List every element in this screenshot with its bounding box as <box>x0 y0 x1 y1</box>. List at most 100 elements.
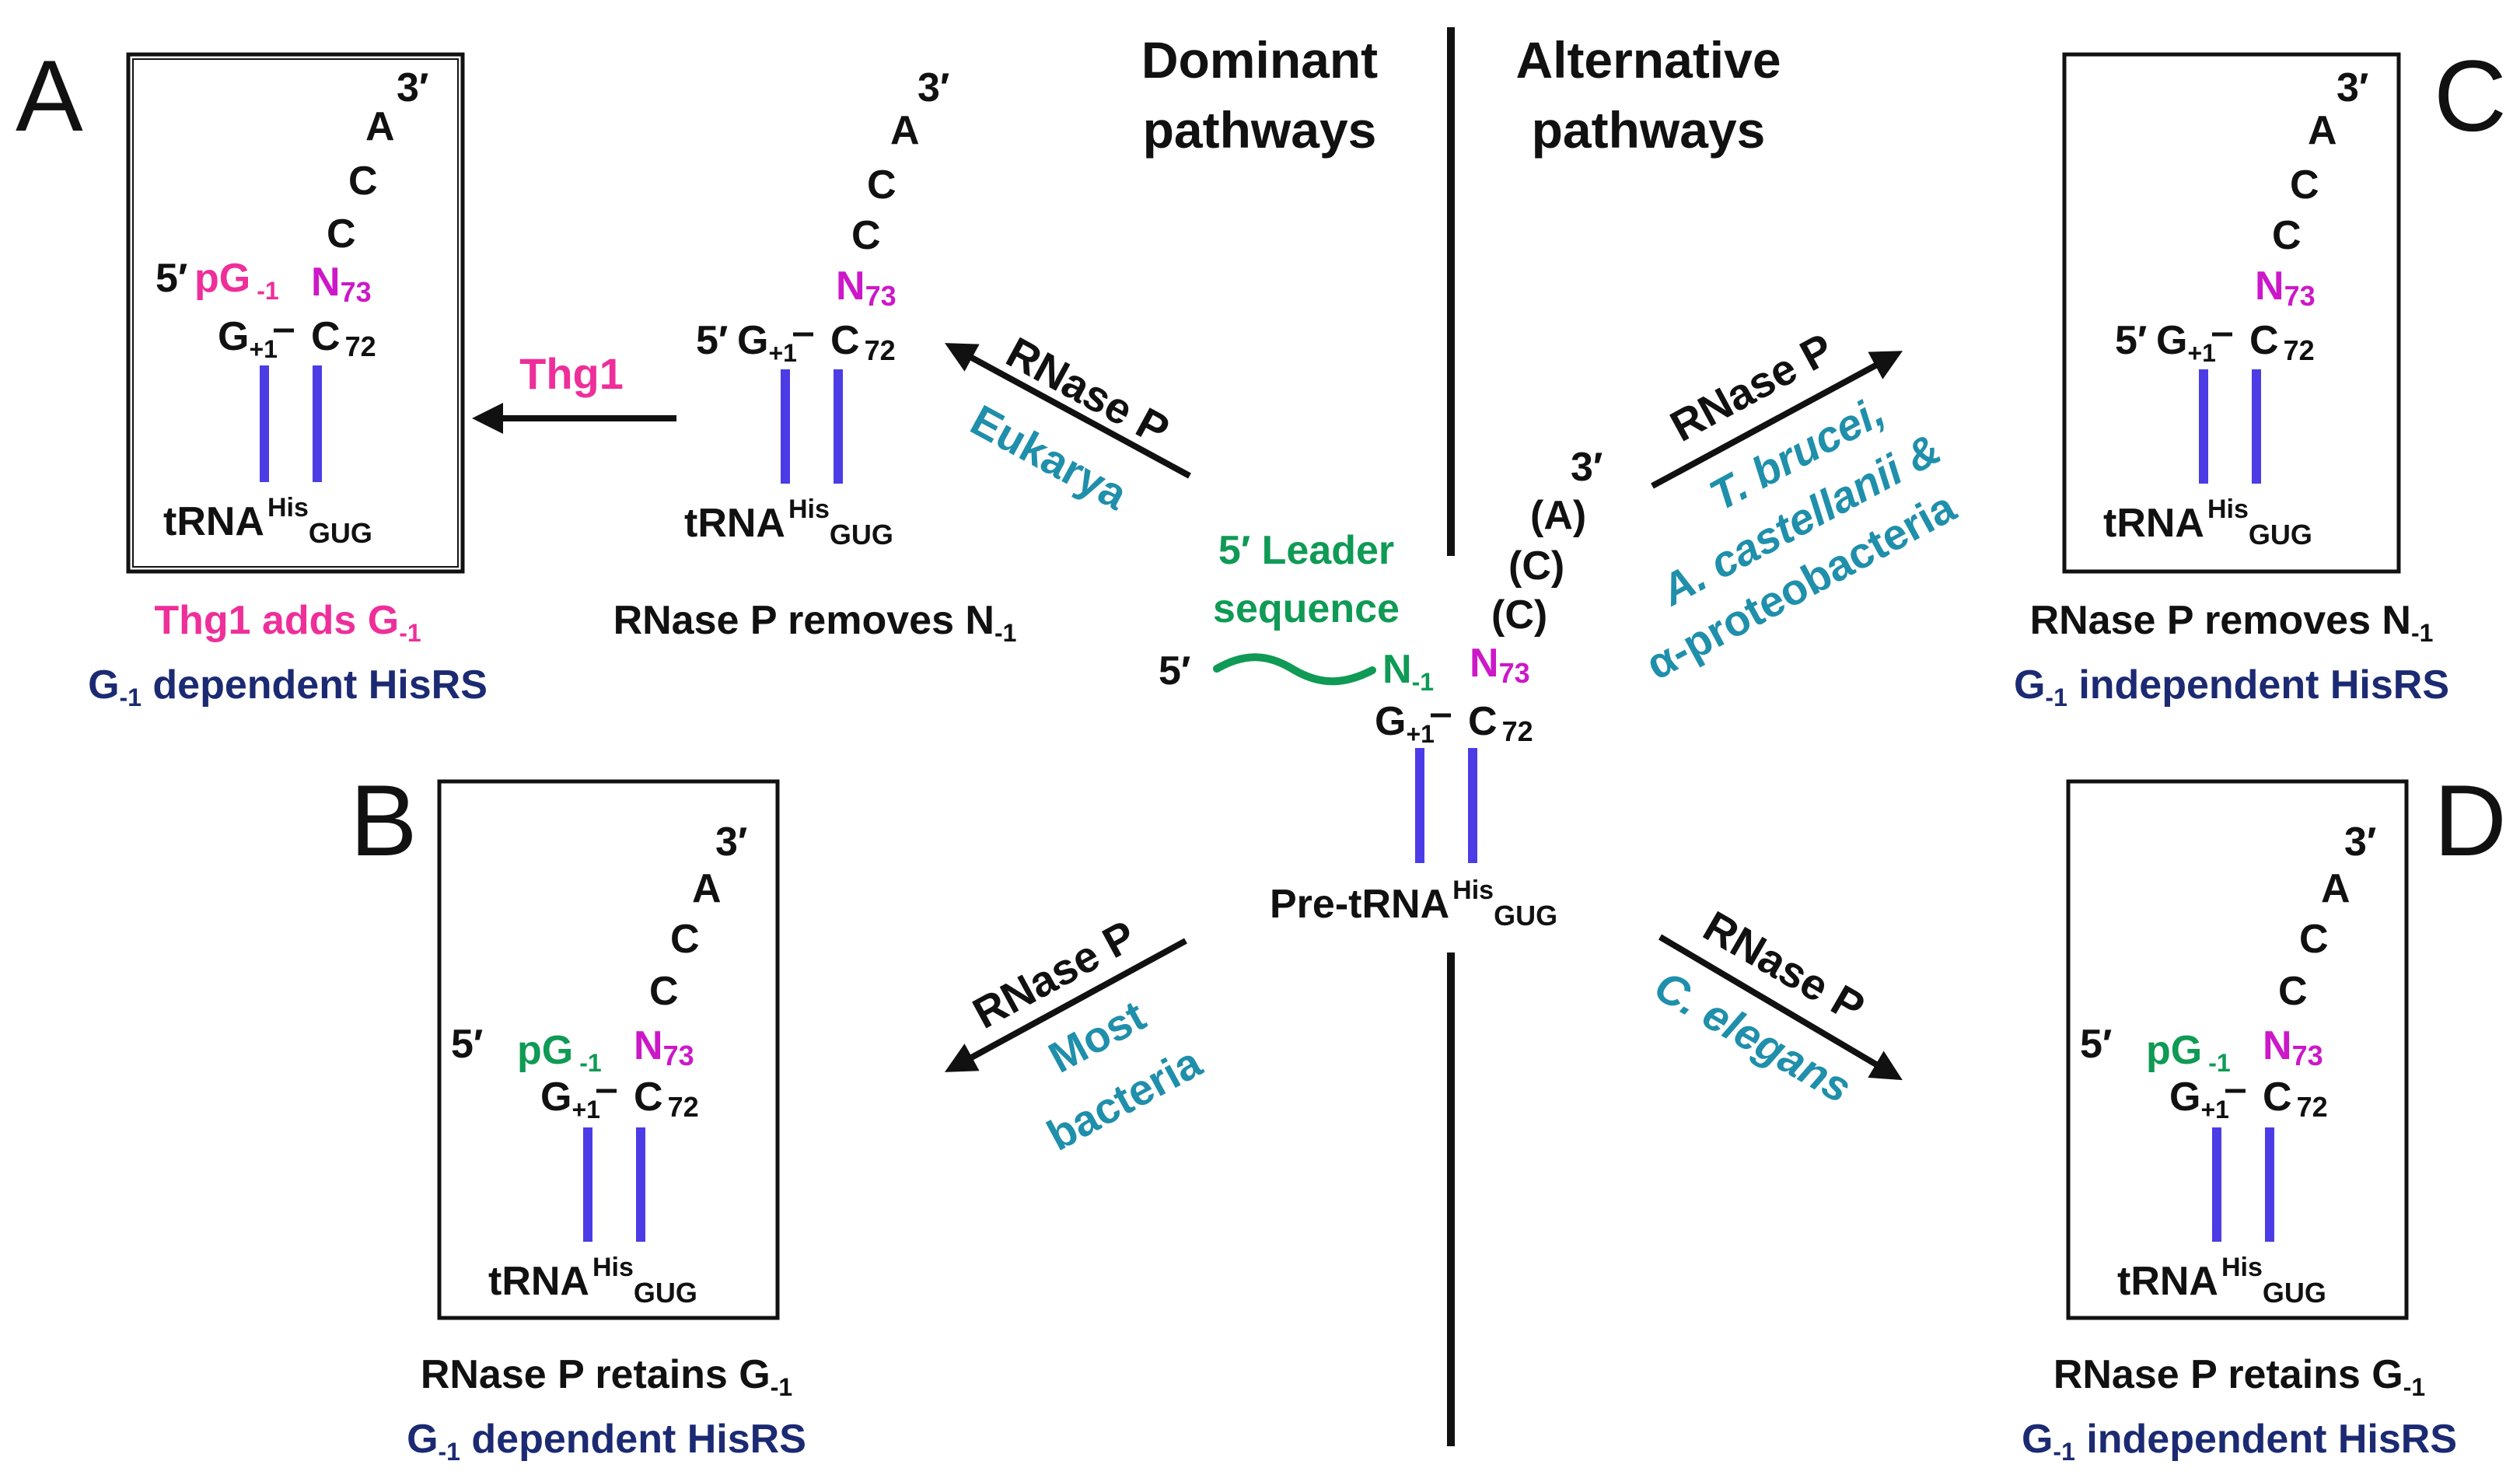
center-c: C <box>1468 699 1498 744</box>
panel-b-caption-g: G <box>407 1417 438 1462</box>
mid-caption-sub: -1 <box>994 619 1016 647</box>
panel-d-caption-sub: -1 <box>2403 1373 2425 1401</box>
panel-a-n73: N73 <box>311 260 372 308</box>
panel-a-gug: GUG <box>309 517 372 549</box>
mid-n73: N73 <box>836 264 897 312</box>
panel-a-caption-sub: -1 <box>399 619 421 647</box>
center-n-1: N-1 <box>1382 647 1434 696</box>
center-c72-sub: 72 <box>1502 715 1533 747</box>
panel-c-caption-tail: independent HisRS <box>2067 662 2449 708</box>
panel-c-n73: N73 <box>2255 264 2316 312</box>
panel-d-g: G <box>2169 1075 2200 1120</box>
center-leader-line1: 5′ Leader <box>1218 528 1394 573</box>
mid-his: His <box>788 495 830 524</box>
panel-b-trna: tRNA <box>488 1259 589 1304</box>
panel-a-n: N <box>311 260 341 305</box>
panel-b-caption-line2: G-1 dependent HisRS <box>407 1417 806 1466</box>
panel-letter-a: A <box>16 39 83 152</box>
panel-d-g-sub: +1 <box>2200 1096 2228 1124</box>
panel-c-g: G <box>2156 318 2187 363</box>
panel-a-his: His <box>267 493 309 523</box>
mid-nt-c2: C <box>851 213 881 258</box>
dominant-title-line1: Dominant <box>1141 31 1378 89</box>
panel-letter-c: C <box>2434 39 2507 152</box>
center-paren-c1: (C) <box>1508 544 1564 589</box>
mid-g: G <box>737 318 768 363</box>
panel-b-nt-a: A <box>692 866 722 911</box>
panel-b-nt-c2: C <box>649 969 679 1014</box>
panel-c-caption-sub: -1 <box>2411 619 2433 647</box>
panel-a-5prime: 5′ <box>156 256 187 301</box>
panel-a-nt-c1: C <box>348 159 378 204</box>
panel-c-trna: tRNA <box>2103 501 2204 546</box>
mid-n73-sub: 73 <box>865 280 897 312</box>
panel-b-gug: GUG <box>634 1277 697 1309</box>
panel-c-c72-sub: 72 <box>2284 334 2315 366</box>
center-pre-trna-text: Pre-tRNA <box>1270 882 1449 927</box>
alternative-title-line1: Alternative <box>1515 31 1781 89</box>
panel-b-3prime: 3′ <box>715 820 747 865</box>
center-g1: G+1 <box>1375 699 1435 748</box>
mid-n: N <box>836 264 865 309</box>
panel-d-5prime: 5′ <box>2080 1022 2112 1067</box>
arrow-celegans <box>1658 934 1903 1081</box>
panel-c-nt-c2: C <box>2272 213 2302 258</box>
mid-3prime: 3′ <box>917 65 949 110</box>
panel-d-caption-main: RNase P retains G <box>2053 1352 2403 1397</box>
panel-d-n: N <box>2263 1023 2292 1068</box>
panel-d-gug: GUG <box>2263 1277 2326 1309</box>
alternative-title-line2: pathways <box>1532 101 1766 159</box>
panel-letter-d: D <box>2434 764 2507 877</box>
center-leader-line2: sequence <box>1213 586 1400 631</box>
panel-c-nt-c1: C <box>2290 163 2319 208</box>
panel-d-caption-g-sub: -1 <box>2053 1438 2074 1466</box>
center-paren-c2: (C) <box>1491 592 1547 638</box>
panel-d-nt-c1: C <box>2299 917 2329 962</box>
panel-a-caption-g: G <box>88 662 119 708</box>
panel-b-c: C <box>634 1075 663 1120</box>
panel-c-caption-line1: RNase P removes N-1 <box>2030 598 2434 647</box>
panel-a-n73-sub: 73 <box>341 276 372 308</box>
center-gug: GUG <box>1494 900 1557 931</box>
mid-c: C <box>830 318 860 363</box>
panel-a-g-sub: +1 <box>249 335 277 363</box>
panel-a-nt-c2: C <box>327 211 356 257</box>
panel-a-box <box>126 52 465 574</box>
panel-b-pg-1: pG-1 <box>517 1028 602 1077</box>
panel-b-nt-c1: C <box>670 917 700 962</box>
panel-d-caption-g: G <box>2022 1417 2053 1462</box>
panel-d-caption-line2: G-1 independent HisRS <box>2022 1417 2457 1466</box>
panel-b-pg: pG <box>517 1028 573 1073</box>
panel-a-3prime: 3′ <box>397 65 428 110</box>
panel-a-c72-sub: 72 <box>345 330 376 362</box>
panel-c-caption-g-sub: -1 <box>2045 683 2067 711</box>
panel-d-c: C <box>2263 1075 2292 1120</box>
panel-a-g: G <box>218 314 249 359</box>
panel-b-caption-tail: dependent HisRS <box>460 1417 806 1462</box>
mid-g1: G+1 <box>737 318 797 367</box>
panel-d-his: His <box>2221 1253 2263 1282</box>
panel-a-box-inner <box>132 58 459 568</box>
panel-d-pg: pG <box>2146 1028 2202 1073</box>
mid-gug: GUG <box>830 519 893 551</box>
mid-5prime: 5′ <box>696 318 728 363</box>
panel-b-his: His <box>592 1253 634 1282</box>
panel-letter-b: B <box>350 764 418 877</box>
panel-b-g1: G+1 <box>540 1075 600 1124</box>
panel-c-n73-sub: 73 <box>2284 280 2316 312</box>
panel-d-n73: N73 <box>2263 1023 2323 1071</box>
panel-d-pg-1: pG-1 <box>2146 1028 2231 1077</box>
